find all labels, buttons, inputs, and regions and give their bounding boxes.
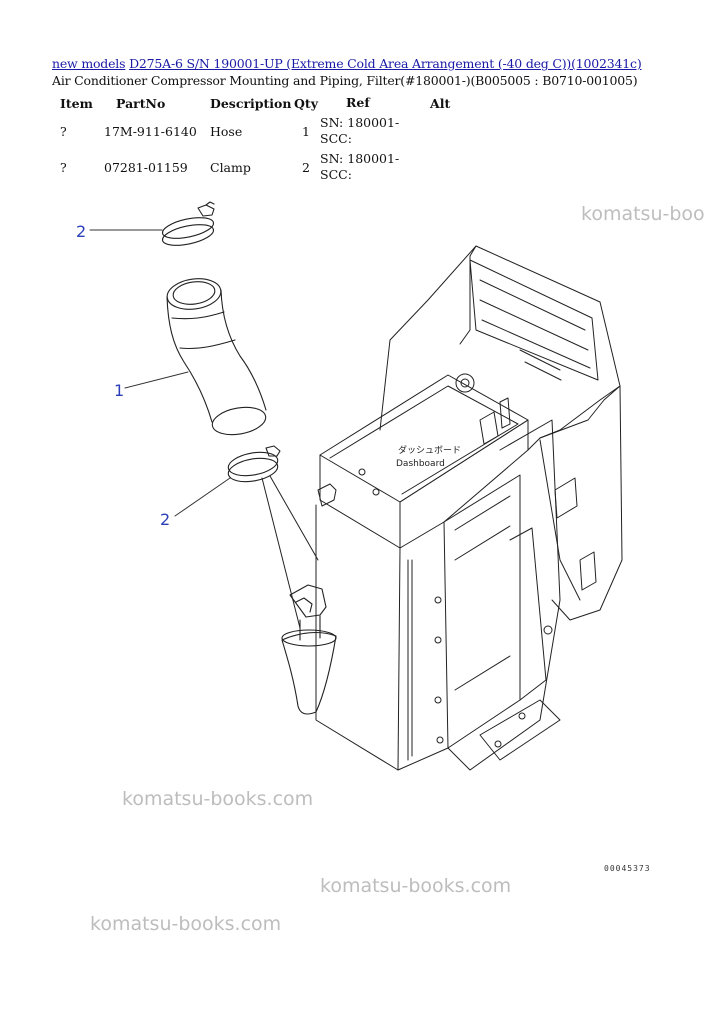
cell-qty: 1 [302, 123, 310, 139]
cell-partno: 17M-911-6140 [104, 123, 197, 139]
callout-2-bottom[interactable]: 2 [160, 510, 170, 529]
figure-number: 00045373 [604, 864, 651, 873]
parts-diagram: ダッシュボード Dashboard 2 1 2 [76, 201, 623, 771]
cell-qty: 2 [302, 159, 310, 175]
watermark: komatsu-books.com [320, 875, 512, 897]
breadcrumb-link-new-models[interactable]: new models [52, 56, 126, 71]
hose-part [166, 278, 267, 436]
watermark: komatsu-books.com [122, 788, 314, 810]
breadcrumb: new models D275A-6 S/N 190001-UP (Extrem… [52, 56, 642, 71]
ref-line-1: SN: 180001- [320, 115, 400, 130]
clamp-top-part [161, 201, 215, 246]
ref-line-1: SN: 180001- [320, 151, 400, 166]
watermark: komatsu-books.com [90, 913, 282, 935]
column-header-item: Item [60, 95, 93, 111]
cell-alt [430, 149, 470, 185]
breadcrumb-link-model[interactable]: D275A-6 S/N 190001-UP (Extreme Cold Area… [129, 56, 642, 71]
ref-line-2: SCC: [320, 131, 352, 146]
table-row: ? 07281-01159 Clamp 2 SN: 180001-SCC: [52, 149, 470, 185]
ac-unit-assembly [315, 245, 623, 771]
column-header-alt: Alt [430, 95, 451, 111]
callout-1[interactable]: 1 [114, 381, 124, 400]
cell-alt [430, 113, 470, 149]
callout-2-top[interactable]: 2 [76, 222, 86, 241]
column-header-qty: Qty [294, 95, 318, 111]
parts-table: Item PartNo Description Qty Ref Alt ? 17… [52, 93, 470, 185]
column-header-description: Description [210, 95, 292, 111]
dashboard-label-jp: ダッシュボード [398, 444, 461, 456]
table-row: ? 17M-911-6140 Hose 1 SN: 180001-SCC: [52, 113, 470, 149]
cell-ref: SN: 180001-SCC: [320, 149, 430, 185]
page-subtitle: Air Conditioner Compressor Mounting and … [52, 73, 638, 88]
filter-elbow-part [281, 584, 337, 715]
ref-line-2: SCC: [320, 167, 352, 182]
cell-item: ? [60, 123, 67, 139]
cell-item: ? [60, 159, 67, 175]
dashboard-label-en: Dashboard [396, 459, 445, 469]
clamp-bottom-part [227, 445, 281, 483]
cell-partno: 07281-01159 [104, 159, 188, 175]
column-header-partno: PartNo [116, 95, 166, 111]
cell-description: Hose [210, 123, 243, 139]
watermark-top-right: komatsu-boo [581, 203, 705, 225]
table-header-row: Item PartNo Description Qty Ref Alt [52, 93, 470, 113]
cell-ref: SN: 180001-SCC: [320, 113, 430, 149]
column-header-ref: Ref [346, 95, 370, 110]
cell-description: Clamp [210, 159, 251, 175]
